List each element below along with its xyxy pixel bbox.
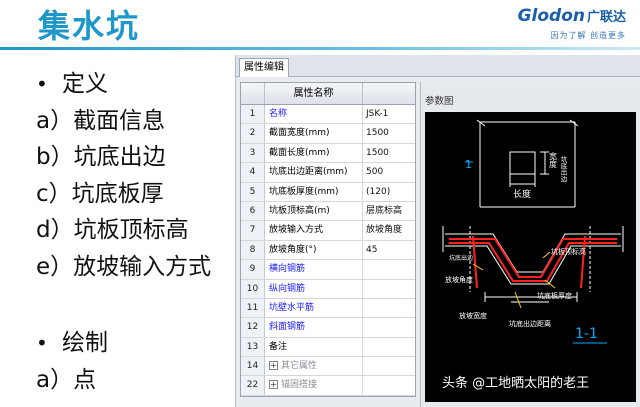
property-value[interactable]: [363, 280, 415, 298]
width-label: 宽度: [549, 151, 558, 169]
table-row[interactable]: 14+其它属性: [241, 357, 415, 377]
slide-title: 集水坑: [38, 7, 141, 45]
outline-item: a）点: [36, 366, 97, 393]
grid-header: 属性名称: [241, 83, 415, 105]
editor-tab-bar: 属性编辑: [236, 55, 640, 77]
section-label: 1-1: [575, 326, 598, 342]
property-value[interactable]: (120): [366, 186, 391, 197]
table-row[interactable]: 22+锚固搭接: [241, 376, 415, 396]
outline-item: a）截面信息: [36, 107, 166, 134]
reference-drawing-panel: 参数图: [420, 82, 640, 407]
logo-tagline: 因为了解 创造更多: [550, 31, 626, 40]
slope-angle-label: 放坡角度: [445, 275, 473, 284]
property-value: [363, 376, 415, 394]
tab-property-edit[interactable]: 属性编辑: [239, 58, 289, 77]
outline-item: b）坑底出边: [36, 144, 166, 170]
edge-right-label: 坑底出边: [559, 155, 567, 184]
outline-item: c）坑底板厚: [36, 180, 164, 207]
header-divider: [0, 47, 640, 50]
outline-item: e）放坡输入方式: [36, 253, 212, 280]
bottom-edge-label: 坑底出边距离: [509, 319, 551, 328]
property-value[interactable]: 45: [366, 244, 378, 255]
length-label: 长度: [513, 188, 531, 200]
board-thickness-label: 坑底板厚度: [537, 291, 572, 300]
bullet-dot: •: [36, 331, 48, 355]
pit-diagram: 1 宽度 长度 坑底出边: [442, 119, 624, 344]
column-header-value[interactable]: [363, 83, 415, 104]
bullet-draw: •绘制: [28, 325, 211, 362]
property-value[interactable]: 1500: [366, 147, 389, 158]
slide-outline: •定义 a）截面信息 b）坑底出边 c）坑底板厚 d）坑板顶标高 e）放坡输入方…: [28, 66, 211, 398]
property-value[interactable]: 层底标高: [366, 205, 403, 216]
edge-left-label: 坑底出边: [449, 254, 473, 262]
bullet-definition: •定义: [28, 66, 211, 103]
property-value[interactable]: 放坡角度: [366, 225, 403, 236]
property-value[interactable]: 500: [366, 167, 384, 178]
property-value[interactable]: [363, 318, 415, 336]
reference-drawing: 1 宽度 长度 坑底出边: [425, 112, 636, 402]
width-tag-label: 1: [465, 158, 472, 171]
top-elev-label: 坑板顶标高: [551, 247, 586, 256]
property-value[interactable]: [363, 260, 415, 278]
property-value: [363, 357, 415, 375]
section-view: [442, 226, 624, 309]
reference-title: 参数图: [425, 96, 454, 107]
property-value[interactable]: JSK-1: [366, 109, 389, 119]
watermark: 头条 @工地晒太阳的老王: [442, 376, 590, 391]
bullet-dot: •: [36, 72, 48, 96]
property-value[interactable]: [363, 338, 415, 356]
expand-plus-icon[interactable]: +: [269, 361, 278, 371]
property-value[interactable]: 1500: [366, 128, 389, 139]
column-header-name[interactable]: 属性名称: [265, 83, 363, 104]
property-value[interactable]: [363, 299, 415, 317]
outline-item: d）坑板顶标高: [36, 217, 189, 243]
slope-width-label: 放坡宽度: [459, 311, 487, 320]
expand-plus-icon[interactable]: +: [269, 380, 278, 390]
plan-view: [476, 119, 579, 208]
row-number-header: [241, 83, 265, 104]
